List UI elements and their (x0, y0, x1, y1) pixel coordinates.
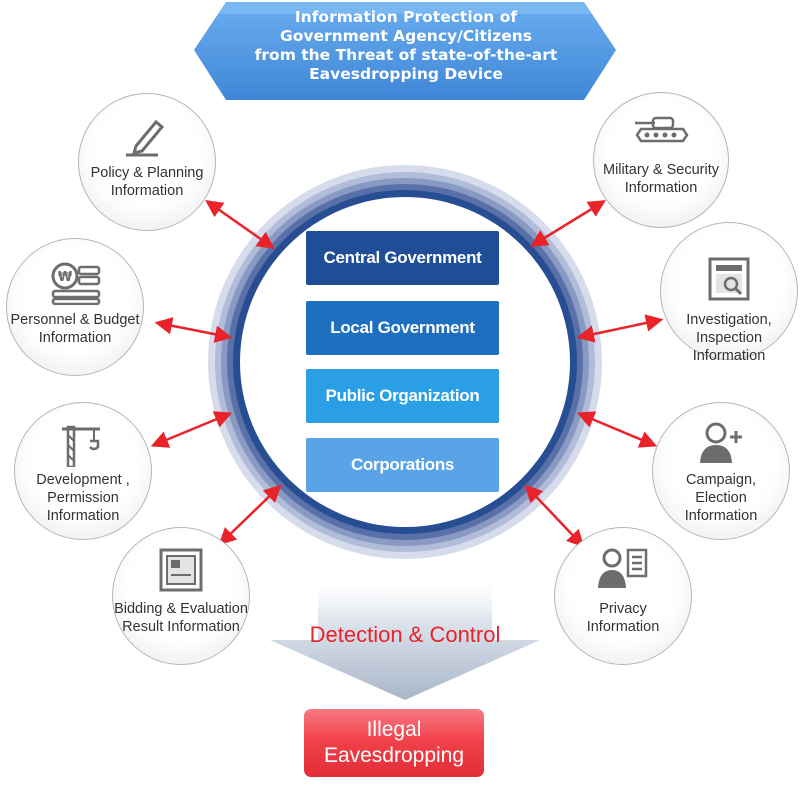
info-label-line: Investigation, (686, 312, 772, 328)
policy-planning-circle: Policy & Planning Information (78, 93, 216, 231)
funnel-arrow (270, 575, 540, 700)
investigation-inspection-circle: Investigation, Inspection Information (660, 222, 798, 364)
info-label-line: Information (38, 330, 112, 346)
info-label-line: Inspection (695, 330, 763, 346)
info-label: Military & Security Information (594, 161, 728, 197)
arrow-campaign (576, 411, 658, 448)
info-label: Investigation, Inspection Information (661, 311, 797, 365)
id-card-icon (598, 548, 648, 588)
info-label-line: Information (684, 508, 758, 524)
info-label-line: Result Information (122, 619, 240, 635)
result-line: Eavesdropping (323, 744, 465, 767)
info-label-line: Election (695, 490, 747, 506)
org-label: Public Organization (325, 386, 480, 405)
org-label: Corporations (350, 455, 455, 474)
public-organization-box: Public Organization (306, 369, 499, 423)
campaign-election-circle: Campaign, Election Information (652, 402, 790, 540)
privacy-circle: Privacy Information (554, 527, 692, 665)
illegal-eavesdropping-box: Illegal Eavesdropping (304, 709, 484, 777)
info-label-line: Information (46, 508, 120, 524)
info-label: Policy & Planning Information (79, 164, 215, 200)
org-label: Central Government (323, 248, 482, 267)
pen-icon (126, 119, 165, 157)
arrow-investigation (576, 314, 664, 343)
info-label: Personnel & Budget Information (7, 311, 143, 347)
inspection-icon (708, 257, 750, 301)
central-government-box: Central Government (306, 231, 499, 285)
banner-line: Government Agency/Citizens (280, 27, 532, 45)
info-label: Campaign, Election Information (653, 471, 789, 525)
development-permission-circle: Development , Permission Information (14, 402, 152, 540)
detection-control-label: Detection & Control (309, 622, 501, 647)
info-label-line: Privacy (599, 601, 647, 617)
title-banner (194, 2, 616, 100)
info-label-line: Military & Security (602, 162, 720, 178)
document-icon (159, 548, 203, 592)
personnel-budget-circle: ₩ Personnel & Budget Information (6, 238, 144, 376)
info-label-line: Information (586, 619, 660, 635)
svg-text:₩: ₩ (58, 270, 73, 285)
arrow-military (530, 200, 606, 247)
crane-icon (62, 425, 100, 467)
info-label-line: Information (624, 180, 698, 196)
info-label-line: Personnel & Budget (10, 312, 140, 328)
add-user-icon (700, 422, 742, 463)
info-label: Development , Permission Information (15, 471, 151, 525)
info-label: Bidding & Evaluation Result Information (113, 600, 249, 636)
arrow-privacy (524, 484, 585, 548)
banner-line: Information Protection of (294, 8, 518, 26)
arrow-bidding (218, 484, 282, 546)
coins-icon: ₩ (51, 262, 101, 305)
arrow-development (150, 411, 233, 448)
info-label-line: Development , (36, 472, 130, 488)
arrows (150, 199, 664, 548)
arrow-policy (205, 199, 275, 250)
info-label-line: Permission (47, 490, 119, 506)
org-label: Local Government (330, 318, 475, 337)
info-label-line: Information (692, 348, 766, 364)
info-label-line: Policy & Planning (90, 165, 204, 181)
info-label: Privacy Information (555, 600, 691, 636)
info-label-line: Information (110, 183, 184, 199)
bidding-evaluation-circle: Bidding & Evaluation Result Information (112, 527, 250, 665)
corporations-box: Corporations (306, 438, 499, 492)
local-government-box: Local Government (306, 301, 499, 355)
banner-line: Eavesdropping Device (309, 65, 503, 83)
result-line: Illegal (366, 718, 422, 741)
banner-line: from the Threat of state-of-the-art (254, 46, 558, 64)
tank-icon (635, 116, 689, 143)
arrow-personnel (154, 317, 233, 343)
info-label-line: Bidding & Evaluation (114, 601, 248, 617)
title-banner-text: Information Protection of Government Age… (210, 8, 602, 84)
info-label-line: Campaign, (685, 472, 757, 488)
military-security-circle: Military & Security Information (593, 92, 729, 228)
